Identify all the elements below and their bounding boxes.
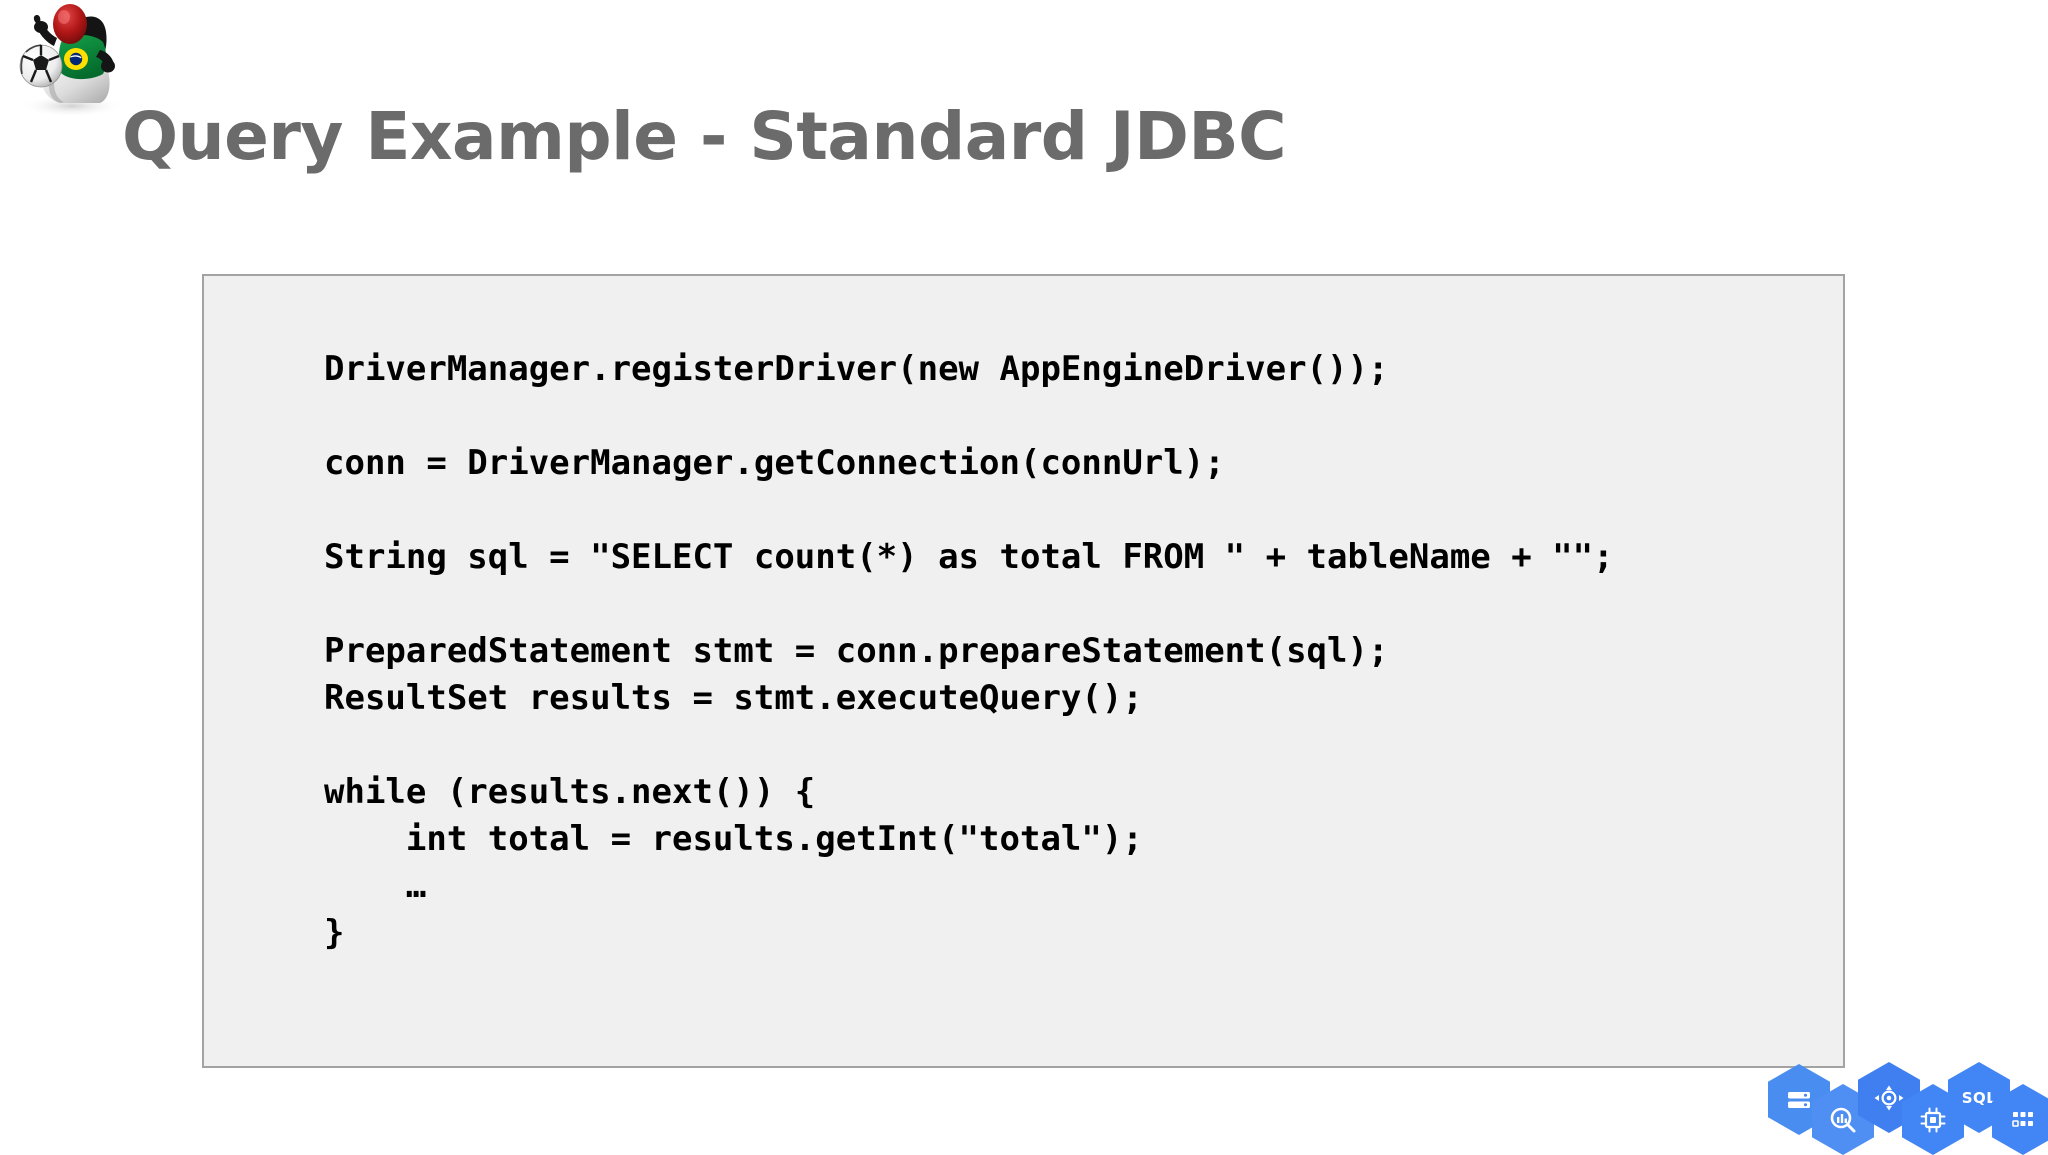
- storage-glyph: [1788, 1091, 1810, 1108]
- cloud-sql-label: SQL: [1961, 1088, 1997, 1107]
- code-snippet-java: DriverManager.registerDriver(new AppEngi…: [324, 349, 1614, 953]
- gcp-product-icons-cluster: SQL: [1768, 1062, 2048, 1155]
- navigation-target-glyph: [1874, 1085, 1904, 1110]
- slide-title: Query Example - Standard JDBC: [122, 98, 1287, 175]
- duke-java-mascot-logo: [8, 2, 138, 120]
- duke-mascot-icon: [19, 4, 124, 117]
- cloud-storage-icon: [1768, 1064, 1830, 1135]
- processor-glyph: [1920, 1107, 1946, 1132]
- grid-squares-glyph: [2012, 1111, 2033, 1127]
- code-block-container: DriverManager.registerDriver(new AppEngi…: [202, 274, 1845, 1068]
- magnifier-bars-glyph: [1830, 1107, 1856, 1132]
